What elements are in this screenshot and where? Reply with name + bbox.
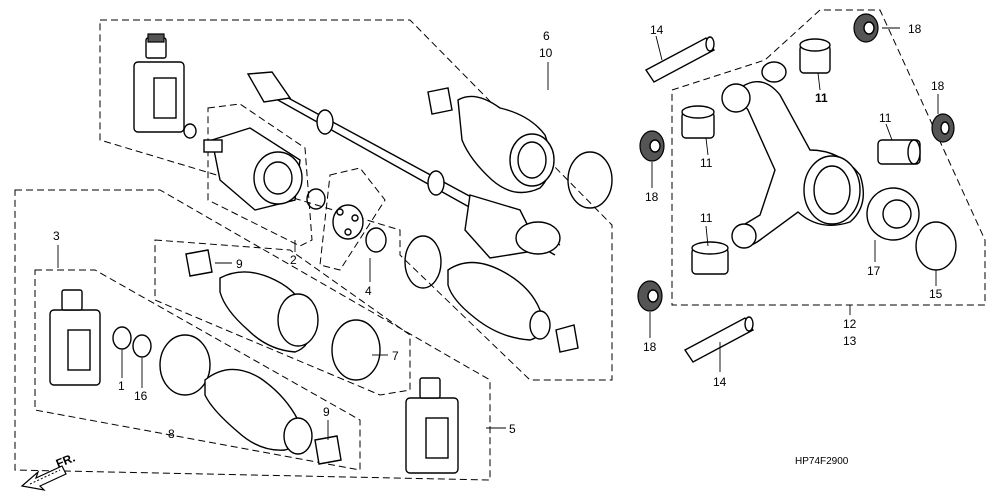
ring-16 [132, 334, 152, 358]
callout-16: 16 [134, 389, 148, 403]
frame-outer-kit-inner [34, 269, 361, 471]
boot-upper-inboard [457, 95, 555, 194]
front-marker-label: FR. [54, 451, 77, 471]
bushing-right [877, 139, 921, 165]
band-large-lower [404, 235, 442, 289]
band-small-lower [555, 324, 579, 353]
boot-lower-outboard [447, 261, 551, 341]
drive-shaft [246, 71, 561, 259]
stop-ring [365, 227, 387, 253]
callout-9-upper: 9 [236, 257, 243, 271]
band-large-upper [567, 151, 613, 209]
callout-7: 7 [392, 349, 399, 363]
frame-inner-group [207, 103, 313, 247]
boot-mid [219, 271, 319, 353]
callout-15: 15 [929, 287, 943, 301]
callout-11-top: 11 [815, 91, 828, 105]
front-arrow-icon [20, 465, 67, 491]
callout-2: 2 [290, 253, 297, 267]
callout-12: 12 [843, 317, 857, 331]
diagram-code: HP74F2900 [795, 456, 849, 467]
grease-bottle-lower-right [405, 377, 459, 474]
frame-boot-kit-upper [154, 239, 411, 396]
bushing-upper-left [681, 105, 715, 139]
callout-1: 1 [118, 379, 125, 393]
pivot-pin-lower [683, 316, 755, 363]
callout-11-upper-left: 11 [700, 156, 713, 170]
circlip-outer [112, 326, 132, 350]
callout-18-left-lower: 18 [643, 340, 657, 354]
frame-inner-joint [319, 167, 386, 271]
callout-13: 13 [843, 334, 857, 348]
callout-8: 8 [168, 427, 175, 441]
callout-14-lower: 14 [713, 375, 727, 389]
bushing-top [799, 38, 831, 74]
seal-top [853, 13, 879, 43]
band-small-mid [185, 249, 213, 277]
grease-bottle-upper [133, 33, 185, 133]
seal-right [931, 113, 955, 143]
callout-4: 4 [365, 284, 372, 298]
bearing [866, 187, 920, 241]
o-ring-small [183, 123, 197, 139]
callout-18-right: 18 [931, 79, 945, 93]
leader-lines [57, 27, 939, 440]
bushing-lower-left [691, 241, 729, 275]
callout-17: 17 [867, 264, 881, 278]
callout-11-right: 11 [879, 111, 892, 125]
callout-3: 3 [53, 229, 60, 243]
callout-9-lower: 9 [323, 405, 330, 419]
band-large-mid [331, 319, 381, 381]
callout-14-upper: 14 [650, 23, 664, 37]
inner-cv-joint [203, 127, 303, 211]
callout-11-lower-left: 11 [700, 211, 713, 225]
frame-shaft-assembly [99, 19, 613, 381]
callout-18-top: 18 [908, 22, 922, 36]
swing-arm [721, 61, 864, 249]
grease-bottle-lower-left [49, 289, 101, 386]
frame-outer-kit [14, 189, 491, 481]
band-large-outer [159, 334, 211, 396]
callout-6: 6 [543, 29, 550, 43]
circlip-inner [306, 188, 326, 210]
pivot-pin-upper [644, 36, 716, 83]
callout-18-left-upper: 18 [645, 190, 659, 204]
band-small-outer [314, 435, 342, 465]
boot-outer [204, 368, 313, 455]
band-small-upper [427, 87, 453, 115]
callout-5: 5 [509, 422, 516, 436]
callout-10: 10 [539, 46, 553, 60]
callout-labels: 1 2 3 4 5 6 10 7 8 9 9 11 11 11 11 11 12… [53, 22, 945, 441]
inner-race [332, 204, 364, 240]
seal-left-lower [637, 280, 663, 312]
seal-left-upper [639, 130, 665, 162]
circlip-15 [915, 221, 957, 271]
